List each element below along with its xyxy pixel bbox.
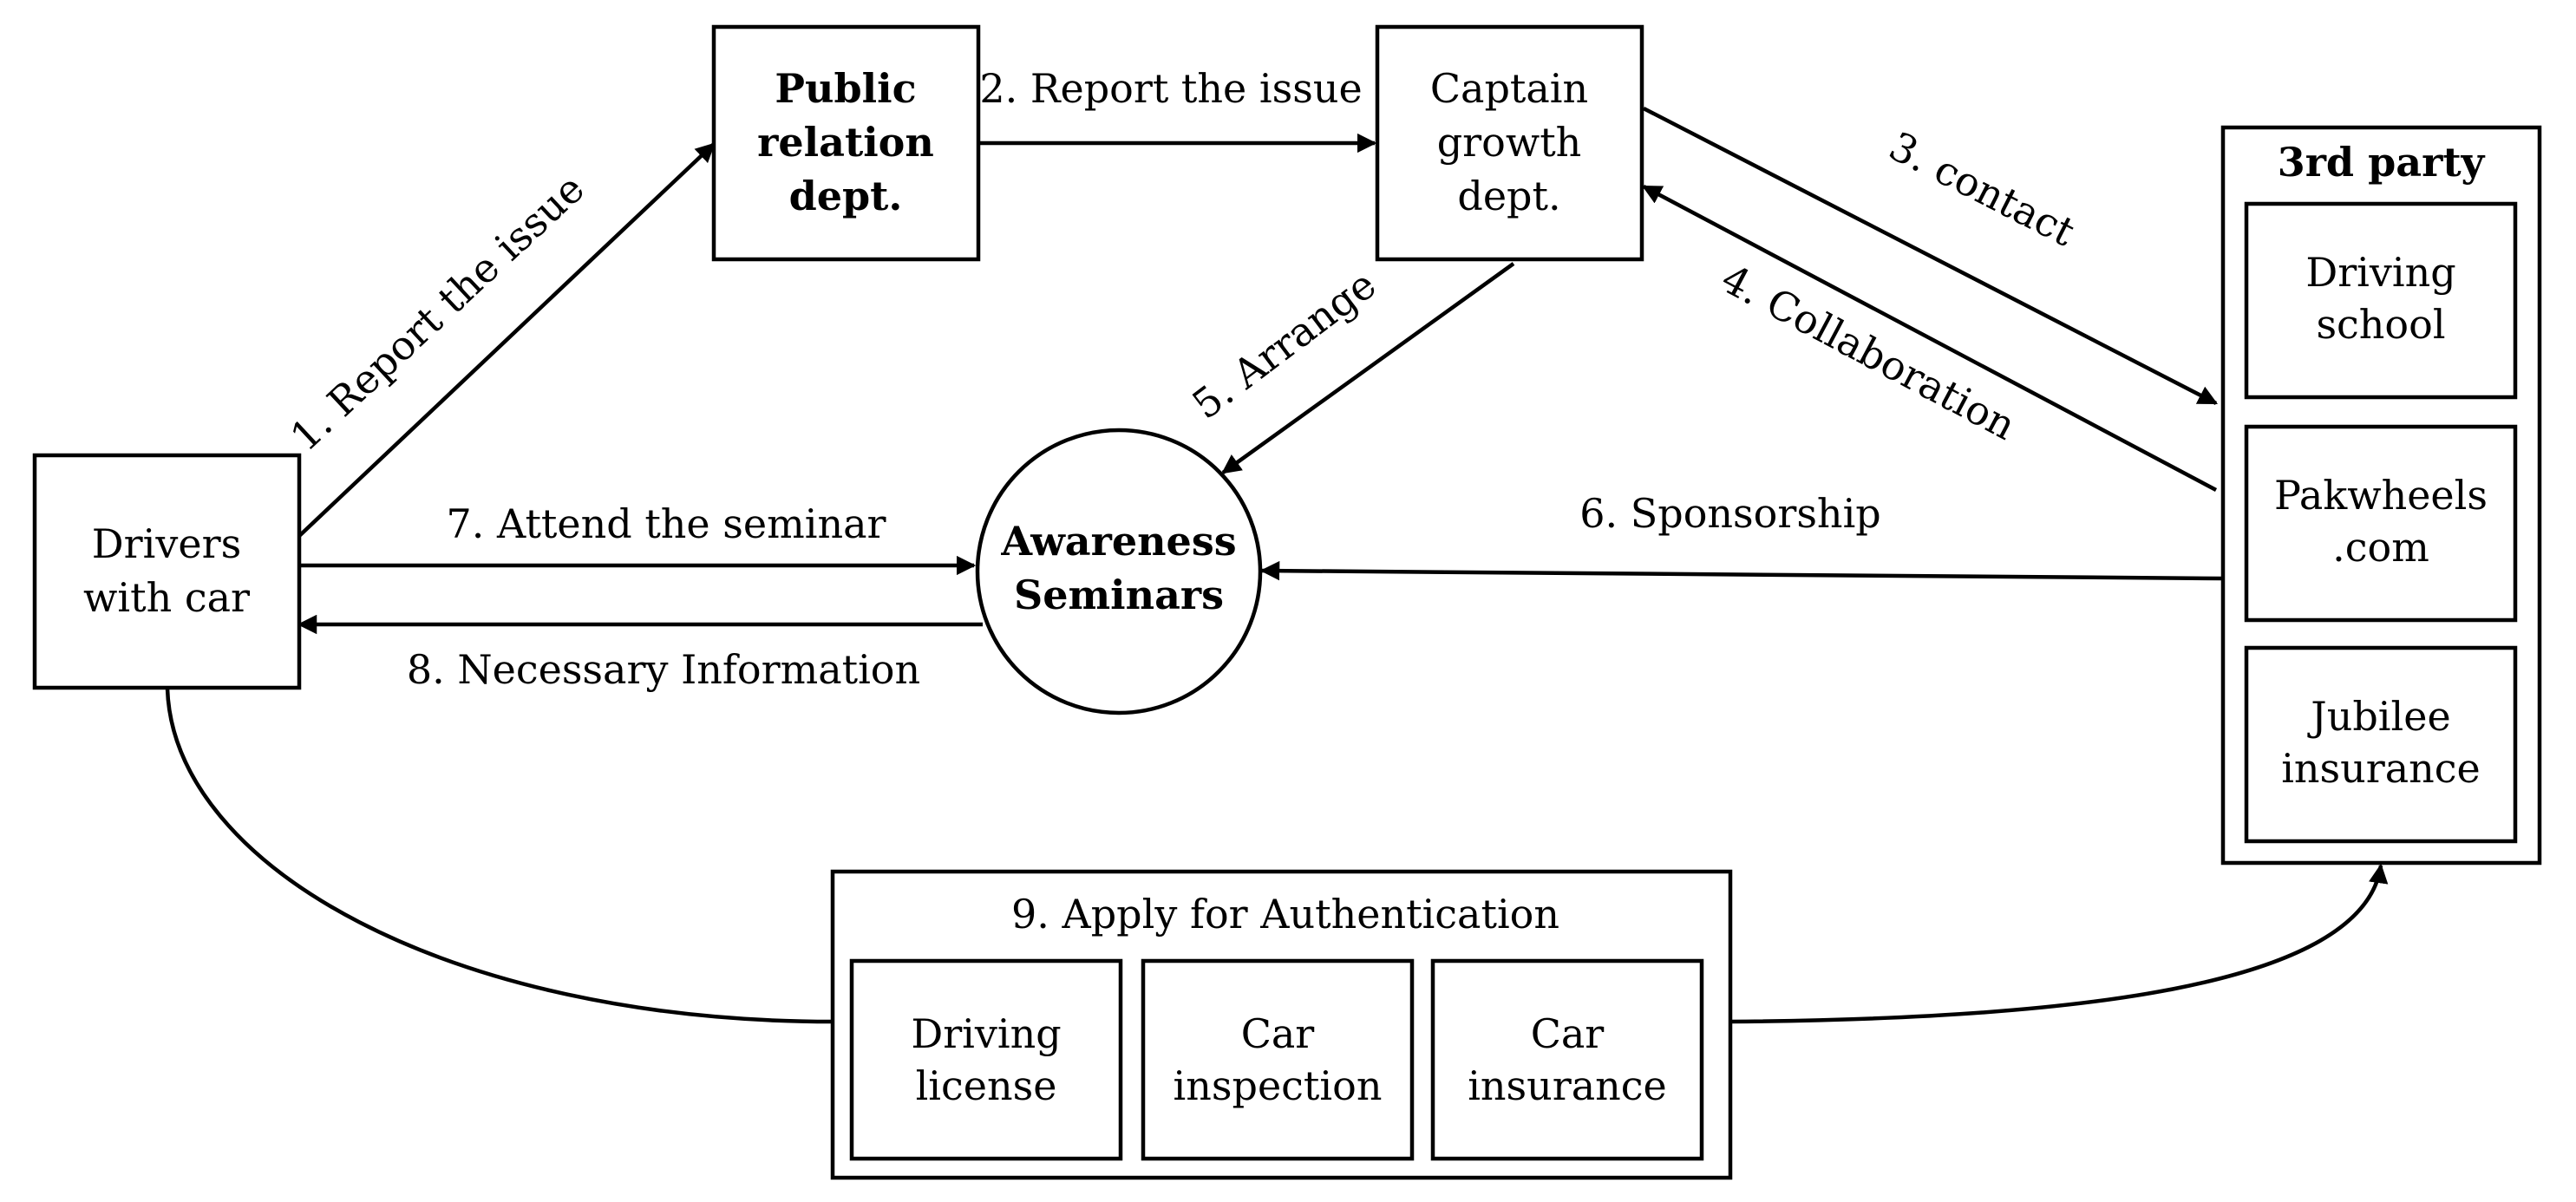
car-inspection-box xyxy=(1141,958,1415,1161)
edge-sponsorship xyxy=(1259,560,2223,581)
car-insurance-label-line-1: Car xyxy=(1531,1010,1605,1057)
captain-growth-label-line-3: dept. xyxy=(1457,173,1560,219)
car-inspection-label-line-1: Car xyxy=(1241,1010,1315,1057)
edge-label-1: 1. Report the issue xyxy=(281,165,593,460)
edge-label-4: 4. Collaboration xyxy=(1714,255,2024,449)
car-insurance-label-line-2: insurance xyxy=(1468,1062,1667,1109)
edge-label-6: 6. Sponsorship xyxy=(1579,490,1880,537)
captain-growth-label-line-2: growth xyxy=(1437,119,1582,166)
pakwheels-label-line-2: .com xyxy=(2332,524,2429,571)
jubilee-insurance-label-line-1: Jubilee xyxy=(2307,693,2450,740)
svg-text:with car: with car xyxy=(83,574,250,621)
car-insurance-box xyxy=(1430,958,1704,1161)
public-relation-label-line-2: relation xyxy=(757,119,934,166)
jubilee-insurance-label-line-2: insurance xyxy=(2281,745,2481,792)
public-relation-box xyxy=(711,24,981,262)
driving-school-box xyxy=(2244,201,2518,400)
edge-collaboration xyxy=(1642,185,2218,492)
public-relation-label-line-1: Public xyxy=(775,65,916,112)
pakwheels-box xyxy=(2244,424,2518,623)
drivers-label-line-1: Drivers xyxy=(92,520,241,567)
svg-text:Drivers: Drivers xyxy=(92,520,241,567)
edge-label-3: 3. contact xyxy=(1882,122,2082,256)
third-party-title: 3rd party xyxy=(2278,139,2486,186)
awareness-label-line-1: Awareness xyxy=(1000,518,1236,565)
drivers-box xyxy=(32,453,302,690)
edge-label-7: 7. Attend the seminar xyxy=(447,500,886,547)
edge-label-8: 8. Necessary Information xyxy=(407,646,920,693)
awareness-label-line-2: Seminars xyxy=(1014,572,1224,618)
public-relation-label-line-3: dept. xyxy=(789,173,903,219)
edge-report-to-public-relation xyxy=(297,142,716,538)
edge-authentication-to-third-party xyxy=(1729,863,2389,1024)
awareness-seminars-circle xyxy=(975,428,1263,715)
edge-drivers-to-authentication xyxy=(165,688,834,1024)
driving-school-label-line-2: school xyxy=(2316,301,2445,348)
driving-school-label-line-1: Driving xyxy=(2305,249,2455,296)
edge-label-5: 5. Arrange xyxy=(1184,261,1385,428)
driving-license-box xyxy=(849,958,1123,1161)
edge-label-2: 2. Report the issue xyxy=(979,65,1362,112)
car-inspection-label-line-2: inspection xyxy=(1174,1062,1383,1109)
edge-arrange xyxy=(1221,262,1515,474)
driving-license-label-line-2: license xyxy=(916,1062,1057,1109)
driving-license-label-line-1: Driving xyxy=(911,1010,1061,1057)
drivers-label-line-2: with car xyxy=(83,574,250,621)
edge-contact xyxy=(1642,106,2219,406)
captain-growth-box xyxy=(1375,24,1644,262)
pakwheels-label-line-1: Pakwheels xyxy=(2274,472,2488,519)
authentication-title: 9. Apply for Authentication xyxy=(1011,891,1559,937)
captain-growth-label-line-1: Captain xyxy=(1430,65,1588,112)
jubilee-insurance-box xyxy=(2244,645,2518,844)
